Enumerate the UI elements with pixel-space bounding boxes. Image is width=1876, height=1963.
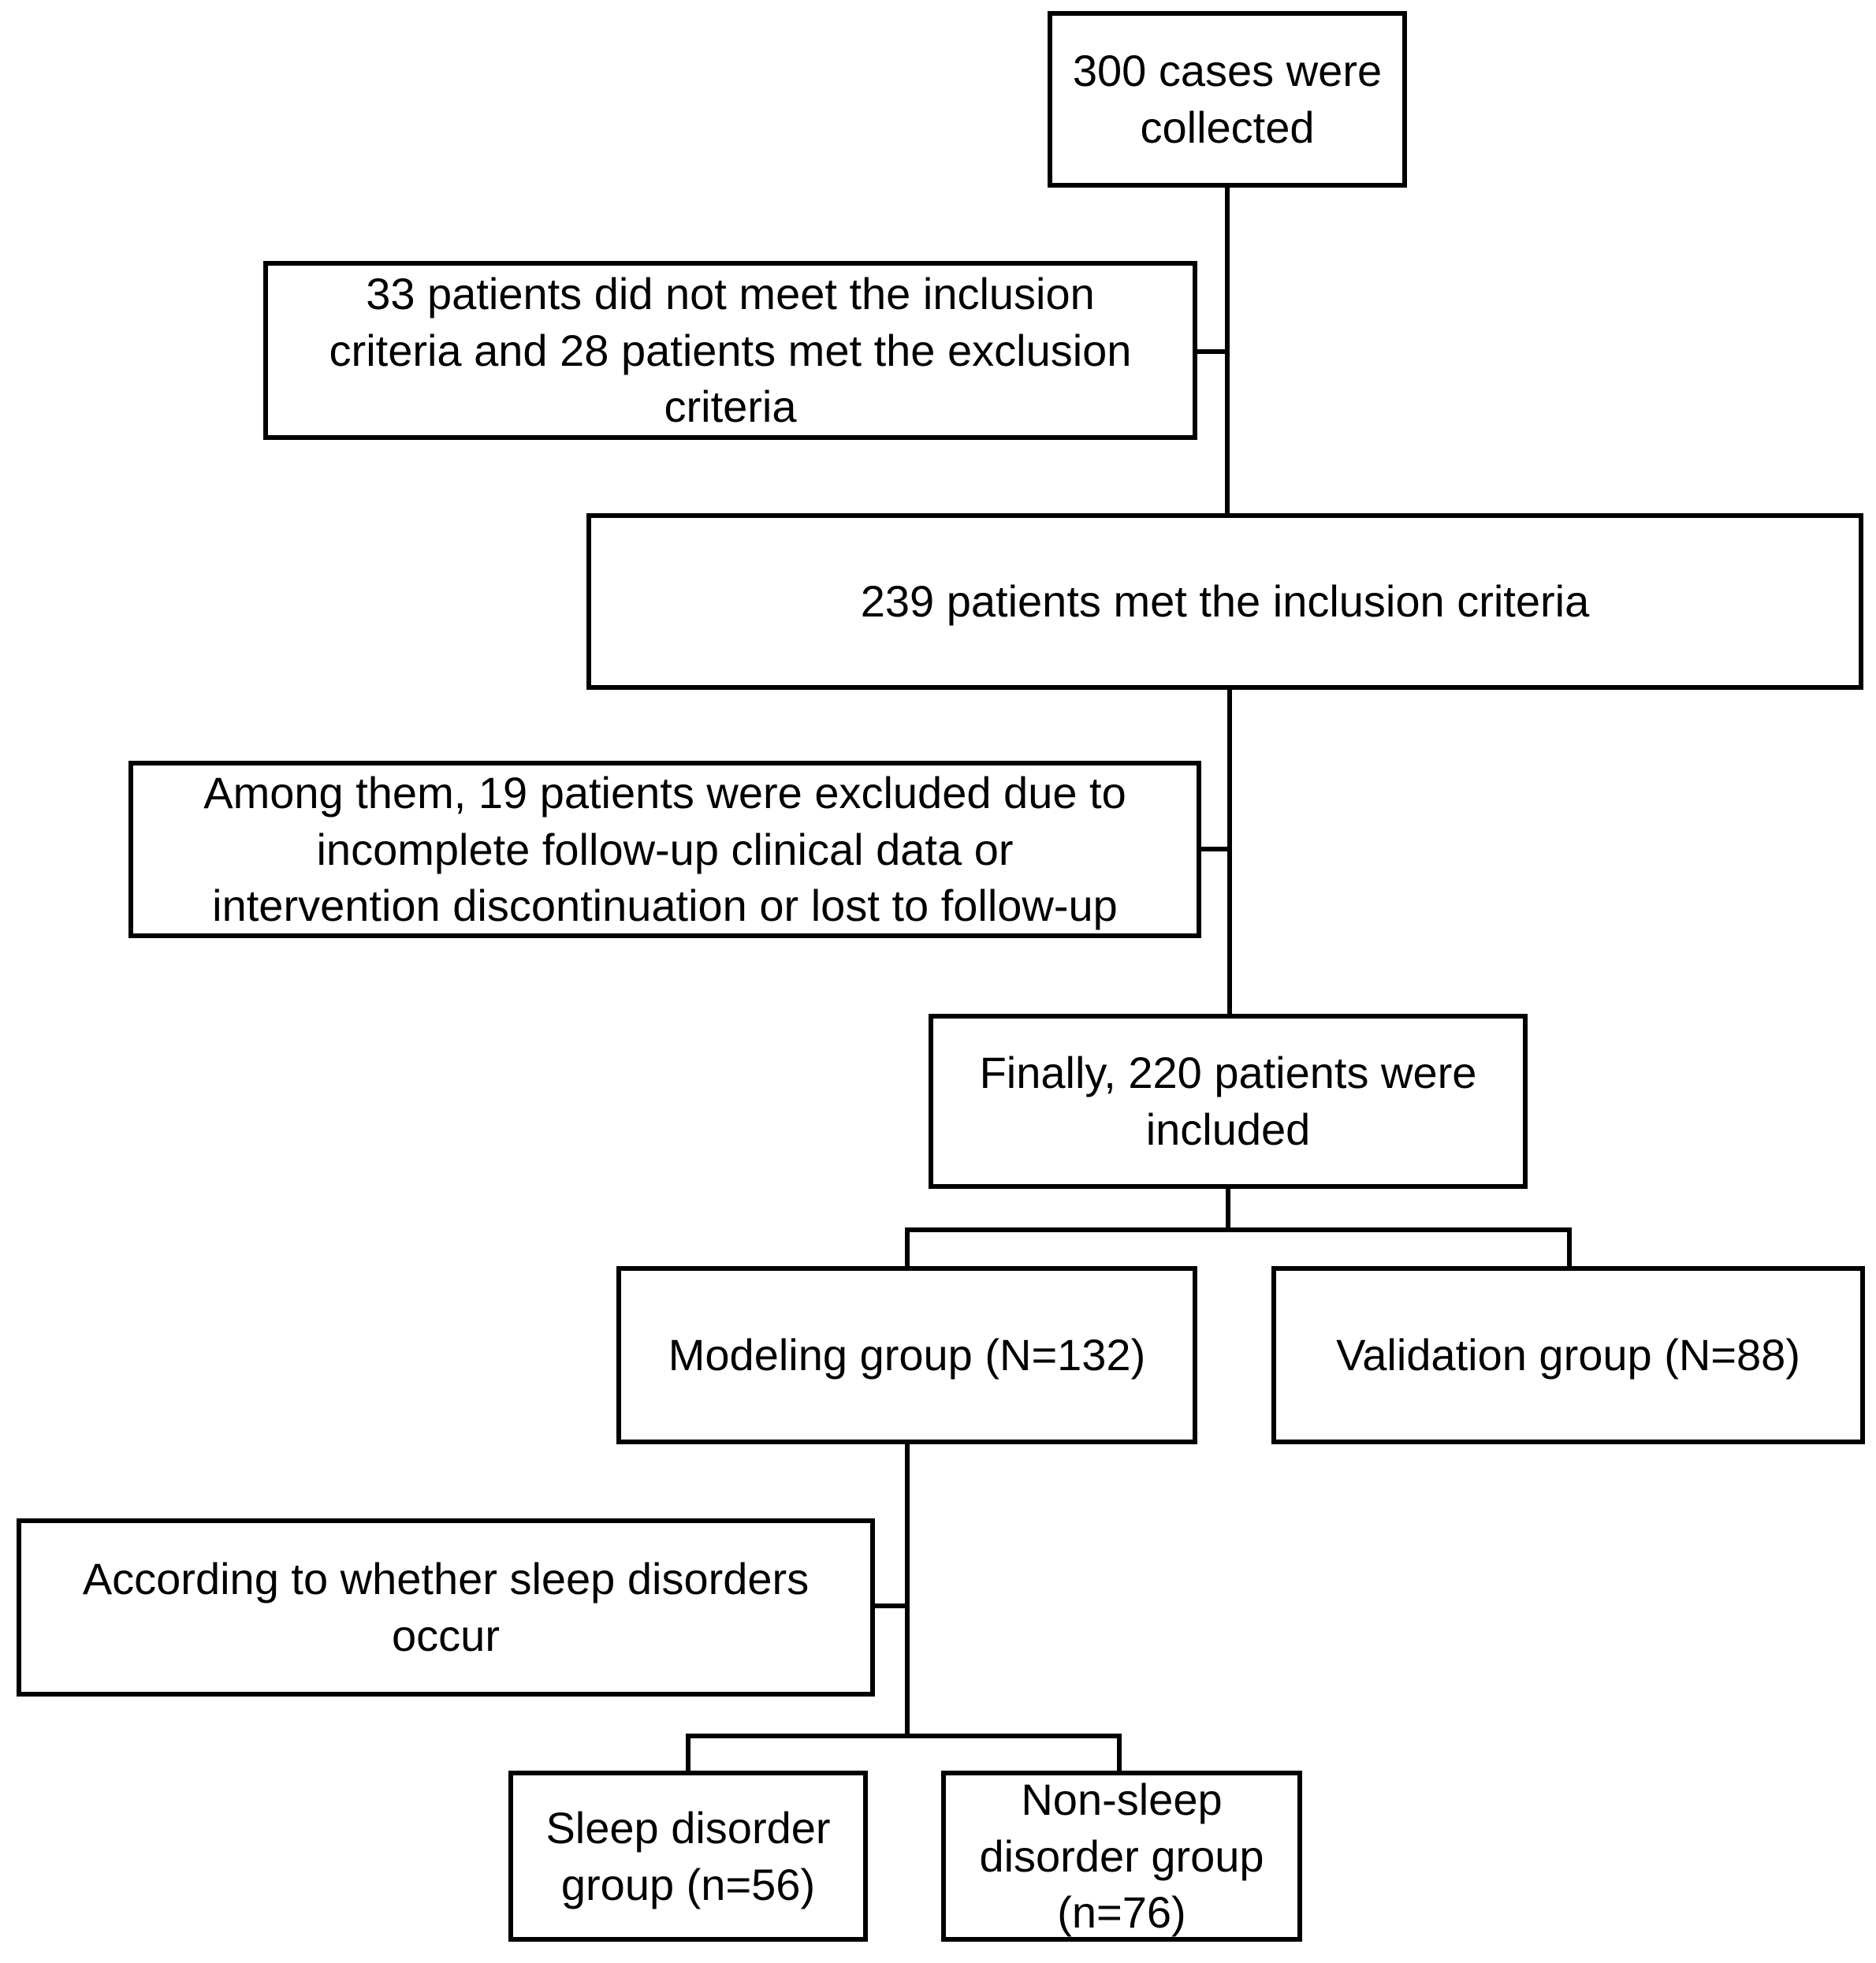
node-modeling-group-label: Modeling group (N=132) [668, 1330, 1146, 1380]
node-non-sleep-disorder-group: Non-sleep disorder group (n=76) [941, 1771, 1302, 1942]
node-not-meet-criteria-label: 33 patients did not meet the inclusion c… [329, 269, 1132, 432]
node-non-sleep-disorder-group-label: Non-sleep disorder group (n=76) [979, 1775, 1264, 1938]
node-modeling-group: Modeling group (N=132) [616, 1266, 1197, 1444]
node-not-meet-criteria: 33 patients did not meet the inclusion c… [263, 261, 1197, 440]
node-according-sleep-disorders: According to whether sleep disorders occ… [17, 1518, 875, 1697]
node-sleep-disorder-group: Sleep disorder group (n=56) [508, 1771, 868, 1942]
node-validation-group-label: Validation group (N=88) [1336, 1330, 1800, 1380]
node-cases-collected-label: 300 cases were collected [1072, 46, 1383, 152]
node-sleep-disorder-group-label: Sleep disorder group (n=56) [545, 1802, 831, 1909]
node-excluded-followup-label: Among them, 19 patients were excluded du… [203, 768, 1126, 931]
node-excluded-followup: Among them, 19 patients were excluded du… [128, 761, 1201, 938]
node-validation-group: Validation group (N=88) [1271, 1266, 1865, 1444]
node-finally-included: Finally, 220 patients were included [929, 1014, 1528, 1189]
node-according-sleep-disorders-label: According to whether sleep disorders occ… [82, 1554, 810, 1660]
node-met-inclusion-criteria-label: 239 patients met the inclusion criteria [860, 576, 1590, 627]
node-met-inclusion-criteria: 239 patients met the inclusion criteria [586, 513, 1863, 690]
node-cases-collected: 300 cases were collected [1048, 11, 1407, 188]
node-finally-included-label: Finally, 220 patients were included [979, 1048, 1477, 1154]
